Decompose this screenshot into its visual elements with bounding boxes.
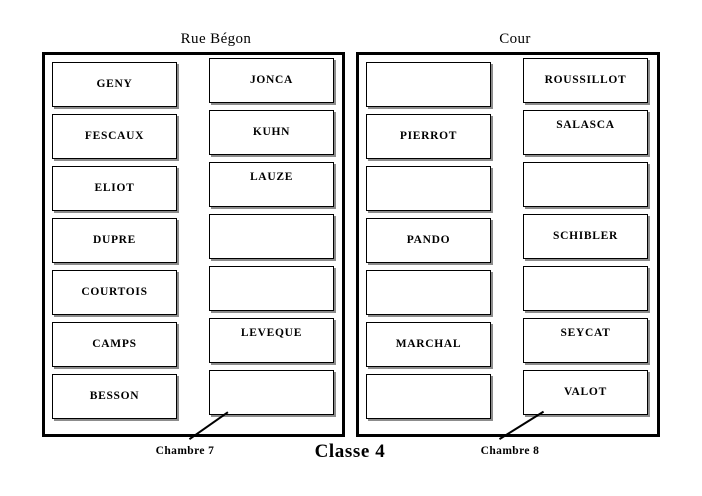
desk[interactable]: LEVEQUE — [209, 318, 334, 363]
desk-label: COURTOIS — [81, 285, 148, 298]
desk[interactable]: SCHIBLER — [523, 214, 648, 259]
desk-label: ELIOT — [94, 181, 135, 194]
desk[interactable]: COURTOIS — [52, 270, 177, 315]
desk-empty[interactable] — [366, 374, 491, 419]
desk[interactable]: GENY — [52, 62, 177, 107]
room-title-left: Rue Bégon — [180, 31, 252, 47]
desk[interactable]: CAMPS — [52, 322, 177, 367]
desk-empty[interactable] — [523, 266, 648, 311]
desk-label: BESSON — [89, 389, 140, 402]
desk-empty[interactable] — [209, 266, 334, 311]
desk-label: SALASCA — [556, 119, 615, 131]
desk-label: JONCA — [249, 73, 294, 86]
desk-label: VALOT — [564, 385, 607, 398]
desk[interactable]: ELIOT — [52, 166, 177, 211]
desk-empty[interactable] — [366, 166, 491, 211]
desk[interactable]: SALASCA — [523, 110, 648, 155]
caption-chambre-7: Chambre 7 — [155, 445, 215, 457]
desk-column-left-b: JONCA KUHN LAUZE LEVEQUE — [209, 58, 334, 422]
room-title-right: Cour — [499, 31, 531, 47]
desk-column-left-a: GENY FESCAUX ELIOT DUPRE COURTOIS CAMPS … — [52, 62, 177, 426]
desk[interactable]: BESSON — [52, 374, 177, 419]
room-chambre-7: GENY FESCAUX ELIOT DUPRE COURTOIS CAMPS … — [42, 52, 345, 437]
desk-label: ROUSSILLOT — [544, 73, 627, 86]
desk[interactable]: DUPRE — [52, 218, 177, 263]
desk-empty[interactable] — [523, 162, 648, 207]
desk-label: PANDO — [406, 233, 451, 246]
desk-label: SEYCAT — [560, 327, 611, 339]
desk-label: DUPRE — [92, 233, 137, 246]
desk-column-right-b: ROUSSILLOT SALASCA SCHIBLER SEYCAT VALOT — [523, 58, 648, 422]
desk-label: MARCHAL — [395, 337, 462, 350]
desk[interactable]: ROUSSILLOT — [523, 58, 648, 103]
desk-label: LEVEQUE — [240, 327, 303, 339]
desk[interactable]: SEYCAT — [523, 318, 648, 363]
desk-label: SCHIBLER — [552, 229, 619, 242]
desk-label: LAUZE — [249, 171, 294, 183]
desk-label: KUHN — [252, 125, 291, 138]
desk[interactable]: MARCHAL — [366, 322, 491, 367]
desk-label: PIERROT — [399, 129, 458, 142]
desk-empty[interactable] — [209, 214, 334, 259]
desk-empty[interactable] — [366, 270, 491, 315]
desk-column-right-a: PIERROT PANDO MARCHAL — [366, 62, 491, 426]
desk[interactable]: FESCAUX — [52, 114, 177, 159]
desk[interactable]: PIERROT — [366, 114, 491, 159]
desk-label: FESCAUX — [84, 129, 145, 142]
desk-empty[interactable] — [209, 370, 334, 415]
desk[interactable]: KUHN — [209, 110, 334, 155]
desk[interactable]: VALOT — [523, 370, 648, 415]
room-chambre-8: PIERROT PANDO MARCHAL ROUSSILLOT — [356, 52, 660, 437]
desk-label: CAMPS — [92, 337, 137, 350]
desk-label: GENY — [96, 77, 133, 90]
caption-classe-4: Classe 4 — [314, 441, 386, 462]
desk-empty[interactable] — [366, 62, 491, 107]
desk[interactable]: JONCA — [209, 58, 334, 103]
desk[interactable]: LAUZE — [209, 162, 334, 207]
desk[interactable]: PANDO — [366, 218, 491, 263]
caption-chambre-8: Chambre 8 — [480, 445, 540, 457]
